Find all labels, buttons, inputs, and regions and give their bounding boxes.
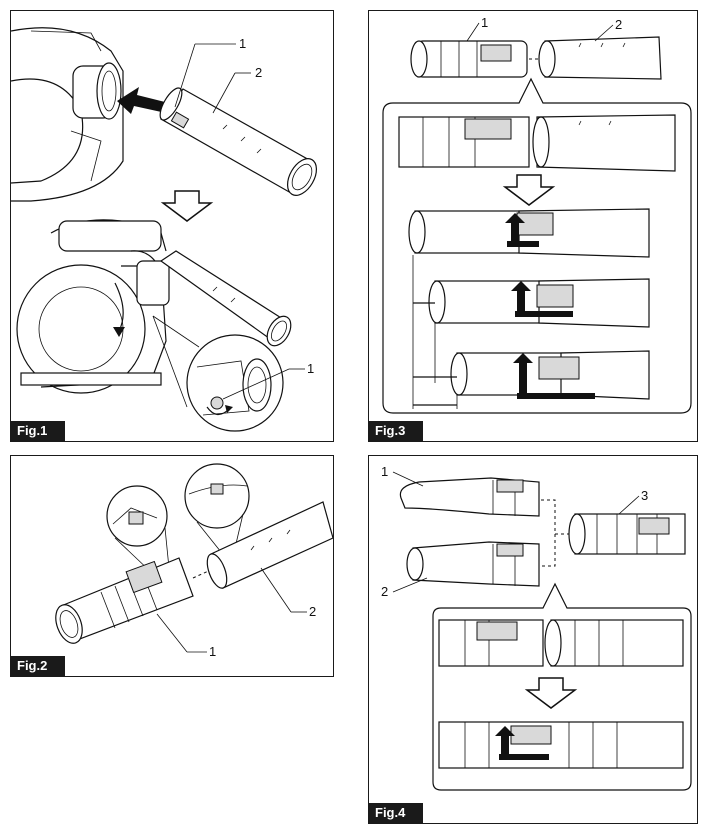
callout-2-fig2: 2 xyxy=(309,604,316,619)
blower-body-bottom xyxy=(16,219,170,394)
zoom-bubble-latch xyxy=(106,485,170,575)
figure-2-illustration: 1 2 xyxy=(55,463,333,659)
figure-4-panel: 1 2 3 Fig.4 xyxy=(368,455,698,824)
callout-1-fig4: 1 xyxy=(381,464,388,479)
figure-4-illustration: 1 2 3 xyxy=(381,464,692,791)
callout-2-fig3: 2 xyxy=(615,17,622,32)
detail-zoom-circle xyxy=(186,334,284,432)
blower-pipe-fig3 xyxy=(538,36,662,80)
callout-2-fig1: 2 xyxy=(255,65,262,80)
callout-1-fig2: 1 xyxy=(209,644,216,659)
figure-1-label: Fig.1 xyxy=(11,421,66,441)
detail-row-step-1 xyxy=(408,208,650,258)
blower-pipe-fig1-bottom xyxy=(159,250,292,347)
figure-2-panel: 1 2 Fig.2 xyxy=(10,455,334,677)
figure-4-label: Fig.4 xyxy=(369,803,424,823)
nozzle-connector-3 xyxy=(568,513,686,555)
callout-1-fig1: 1 xyxy=(239,36,246,51)
flat-nozzle xyxy=(399,477,540,517)
figure-3-illustration: 1 2 xyxy=(382,15,692,414)
detail-row-separated-fig4 xyxy=(438,619,684,667)
push-arrow-icon xyxy=(117,87,169,114)
zoom-bubble-notch xyxy=(184,463,250,553)
blower-pipe-fig1-top xyxy=(159,87,318,196)
figure-2-label: Fig.2 xyxy=(11,656,66,676)
figure-3-label: Fig.3 xyxy=(369,421,424,441)
callout-2-fig4: 2 xyxy=(381,584,388,599)
figure-1-illustration: 1 2 xyxy=(11,27,318,432)
step-down-arrow-icon xyxy=(160,190,214,222)
step-down-arrow-icon-fig3 xyxy=(502,174,556,206)
blower-body-top xyxy=(11,27,124,202)
callout-1b-fig1: 1 xyxy=(307,361,314,376)
figure-1-panel: 1 2 xyxy=(10,10,334,442)
callout-3-fig4: 3 xyxy=(641,488,648,503)
detail-row-step-3 xyxy=(450,350,650,400)
step-down-arrow-icon-fig4 xyxy=(524,677,578,709)
blower-pipe-2 xyxy=(206,501,333,589)
round-nozzle xyxy=(406,541,540,587)
detail-row-separated xyxy=(398,114,676,172)
nozzle-pipe-1 xyxy=(55,557,194,644)
nozzle-pipe-fig3 xyxy=(410,40,528,78)
detail-row-joined-fig4 xyxy=(438,721,684,769)
callout-1-fig3: 1 xyxy=(481,15,488,30)
detail-row-step-2 xyxy=(428,278,650,328)
figure-3-panel: 1 2 xyxy=(368,10,698,442)
